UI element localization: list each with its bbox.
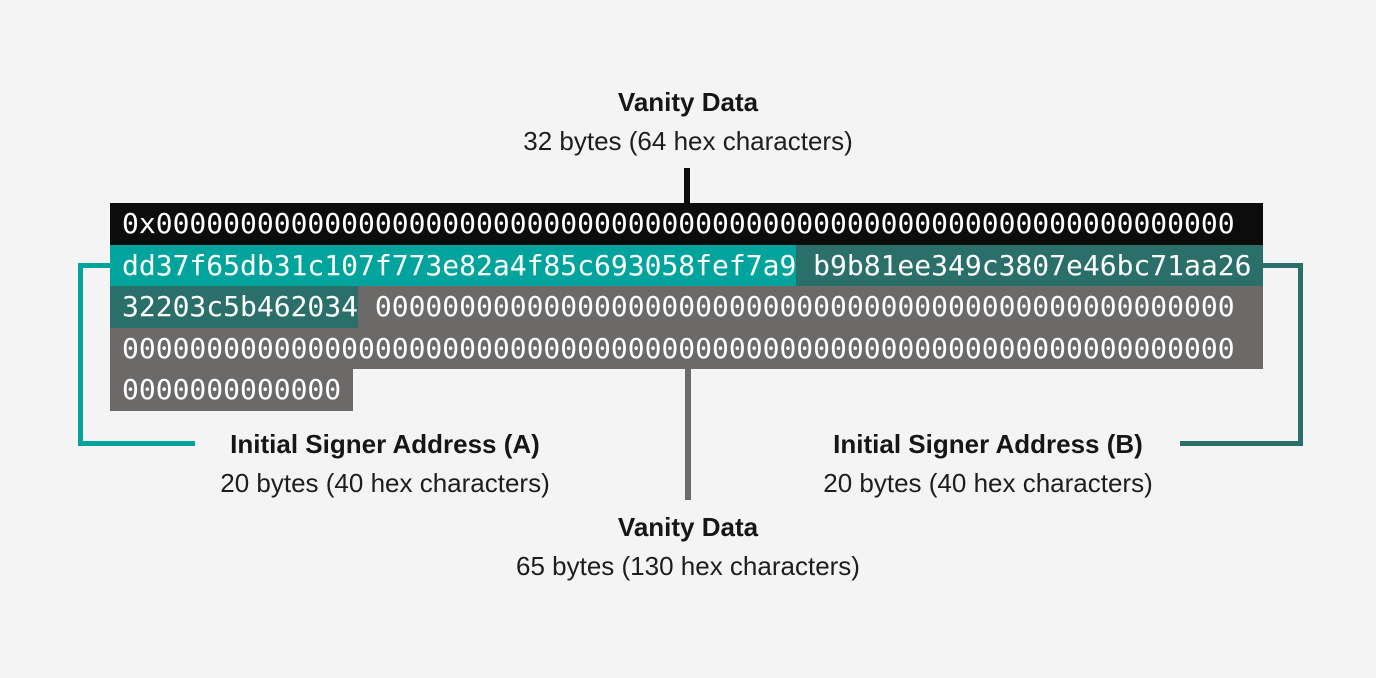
signer-b-title: Initial Signer Address (B)	[833, 429, 1143, 459]
vanity-data-top-label: Vanity Data 32 bytes (64 hex characters)	[488, 86, 888, 157]
vanity-data-bottom-subtitle: 65 bytes (130 hex characters)	[516, 551, 860, 581]
signer-a-segment: dd37f65db31c107f773e82a4f85c693058fef7a9	[110, 244, 797, 287]
hex-row-zeros-full: 0000000000000000000000000000000000000000…	[110, 327, 1264, 370]
hex-row-signer-b-tail: 32203c5b462034 0000000000000000000000000…	[110, 286, 1264, 328]
vanity-data-bottom-title: Vanity Data	[617, 512, 759, 542]
signer-a-label: Initial Signer Address (A) 20 bytes (40 …	[185, 428, 585, 499]
bottom-connector-line	[685, 369, 691, 500]
signer-b-subtitle: 20 bytes (40 hex characters)	[823, 468, 1153, 498]
bracket-a-bottom-segment	[78, 441, 195, 446]
prefix-zeros-segment: 0x00000000000000000000000000000000000000…	[122, 207, 1235, 240]
hex-grid: 0x00000000000000000000000000000000000000…	[110, 203, 1264, 411]
hex-row-zeros-partial: 0000000000000	[110, 369, 354, 411]
signer-b-segment-part2: 32203c5b462034	[110, 286, 359, 328]
bracket-a-top-segment	[78, 263, 110, 268]
vanity-data-top-subtitle: 32 bytes (64 hex characters)	[523, 126, 853, 156]
signer-b-segment-part1: b9b81ee349c3807e46bc71aa26	[796, 244, 1264, 287]
signer-b-label: Initial Signer Address (B) 20 bytes (40 …	[788, 428, 1188, 499]
bracket-b-bottom-segment	[1180, 441, 1303, 446]
top-connector-line	[684, 168, 690, 203]
bracket-b-vertical-segment	[1298, 263, 1303, 446]
hex-row-prefix: 0x00000000000000000000000000000000000000…	[110, 203, 1264, 245]
vanity-data-bottom-label: Vanity Data 65 bytes (130 hex characters…	[488, 511, 888, 582]
vanity-zeros-segment-3: 0000000000000	[122, 373, 342, 407]
bracket-b-top-segment	[1263, 263, 1303, 268]
hex-row-signers: dd37f65db31c107f773e82a4f85c693058fef7a9…	[110, 244, 1264, 287]
vanity-zeros-segment-2: 0000000000000000000000000000000000000000…	[122, 331, 1235, 365]
vanity-zeros-segment-1: 0000000000000000000000000000000000000000…	[358, 286, 1264, 328]
bracket-a-vertical-segment	[78, 263, 83, 446]
signer-a-subtitle: 20 bytes (40 hex characters)	[220, 468, 550, 498]
vanity-data-top-title: Vanity Data	[617, 87, 759, 117]
signer-a-title: Initial Signer Address (A)	[230, 429, 540, 459]
